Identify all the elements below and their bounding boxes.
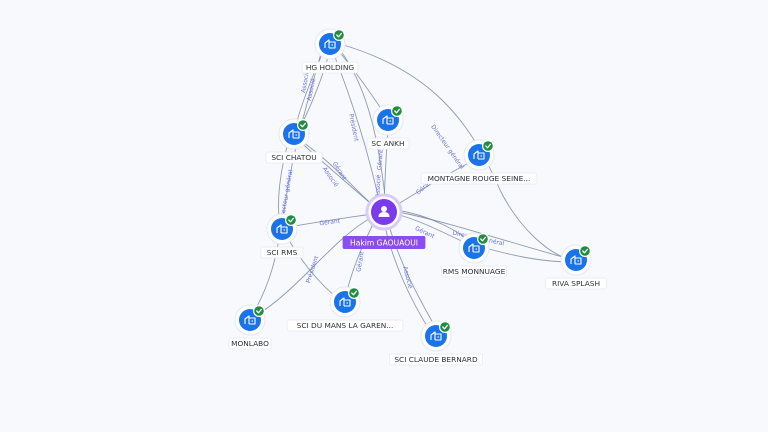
label-background: [228, 337, 272, 350]
company-node-ankh[interactable]: SC ANKH: [366, 104, 410, 150]
building-icon: [276, 224, 288, 234]
building-icon: [244, 315, 256, 325]
edge-label: Gérant: [376, 149, 385, 171]
company-node-dumans[interactable]: SCI DU MANS LA GAREN...: [286, 286, 404, 332]
edge-center-monlabo: [251, 215, 375, 319]
edge-label: Directeur général: [429, 124, 465, 171]
label-background: [440, 265, 507, 278]
company-label[interactable]: SCI RMS: [260, 246, 304, 259]
company-name: MONLABO: [231, 339, 269, 348]
label-background: [286, 319, 404, 332]
company-label[interactable]: HG HOLDING: [301, 61, 359, 74]
edge-label: Associé: [306, 78, 318, 102]
company-name: RIVA SPLASH: [552, 279, 600, 288]
person-name: Hakim GAOUAOUI: [350, 239, 418, 248]
center-person-node[interactable]: Hakim GAOUAOUI: [342, 193, 426, 249]
verified-check-icon: [333, 29, 345, 41]
verified-check-icon: [482, 140, 494, 152]
company-name: SCI CLAUDE BERNARD: [394, 355, 478, 364]
label-background: [420, 172, 538, 185]
label-background: [260, 246, 304, 259]
building-icon: [468, 243, 480, 253]
building-icon: [288, 129, 300, 139]
company-label[interactable]: RMS MONNUAGE: [440, 265, 507, 278]
company-name: SCI CHATOU: [271, 153, 316, 162]
verified-check-icon: [297, 119, 309, 131]
label-background: [545, 277, 607, 290]
edge-label: Gérant: [355, 250, 366, 272]
edge-center-claude: [383, 221, 433, 335]
company-node-claude[interactable]: SCI CLAUDE BERNARD: [389, 320, 483, 366]
company-name: HG HOLDING: [306, 63, 355, 72]
verified-check-icon: [348, 287, 360, 299]
building-icon: [570, 255, 582, 265]
company-label[interactable]: MONLABO: [228, 337, 272, 350]
building-icon: [430, 331, 442, 341]
verified-check-icon: [391, 105, 403, 117]
company-name: SC ANKH: [371, 139, 404, 148]
nodes-layer[interactable]: HG HOLDING SCI CHATOU SC ANKH MONTAGNE ROUG…: [228, 28, 607, 366]
company-label[interactable]: SCI DU MANS LA GAREN...: [286, 319, 404, 332]
company-name: SCI DU MANS LA GAREN...: [297, 321, 394, 330]
label-background: [301, 61, 359, 74]
company-label[interactable]: RIVA SPLASH: [545, 277, 607, 290]
label-background: [389, 353, 483, 366]
edge-monnuage-riva: [477, 245, 573, 263]
company-name: RMS MONNUAGE: [443, 267, 506, 276]
company-label[interactable]: SCI CLAUDE BERNARD: [389, 353, 483, 366]
edge-label: Associé: [401, 266, 414, 290]
verified-check-icon: [253, 305, 265, 317]
company-node-monnuage[interactable]: RMS MONNUAGE: [440, 232, 507, 278]
company-label[interactable]: SC ANKH: [366, 137, 410, 150]
company-node-riva[interactable]: RIVA SPLASH: [545, 244, 607, 290]
building-icon: [339, 297, 351, 307]
label-background: [265, 151, 323, 164]
verified-check-icon: [477, 233, 489, 245]
company-label[interactable]: MONTAGNE ROUGE SEINE...: [420, 172, 538, 185]
company-node-chatou[interactable]: SCI CHATOU: [265, 118, 323, 164]
edge-label: Associé: [300, 70, 311, 94]
edge-label: Associé: [375, 174, 383, 197]
company-node-rms[interactable]: SCI RMS: [260, 213, 304, 259]
company-label[interactable]: SCI CHATOU: [265, 151, 323, 164]
company-node-montagne[interactable]: MONTAGNE ROUGE SEINE...: [420, 139, 538, 185]
company-node-hg[interactable]: HG HOLDING: [301, 28, 359, 74]
building-icon: [382, 115, 394, 125]
person-label[interactable]: Hakim GAOUAOUI: [342, 236, 426, 249]
edge-label: Président: [347, 113, 360, 142]
edges-layer: [249, 43, 575, 335]
edge-rms-monlabo: [249, 231, 281, 319]
label-background: [366, 137, 410, 150]
verified-check-icon: [285, 214, 297, 226]
company-name: MONTAGNE ROUGE SEINE...: [428, 174, 531, 183]
company-name: SCI RMS: [267, 248, 298, 257]
verified-check-icon: [579, 245, 591, 257]
verified-check-icon: [439, 321, 451, 333]
company-node-monlabo[interactable]: MONLABO: [228, 304, 272, 350]
building-icon: [473, 150, 485, 160]
edge-label: Gérant: [319, 218, 341, 228]
person-label-background: [342, 236, 426, 249]
building-icon: [324, 39, 336, 49]
edge-hg-riva: [339, 43, 573, 261]
person-icon: [378, 206, 390, 217]
